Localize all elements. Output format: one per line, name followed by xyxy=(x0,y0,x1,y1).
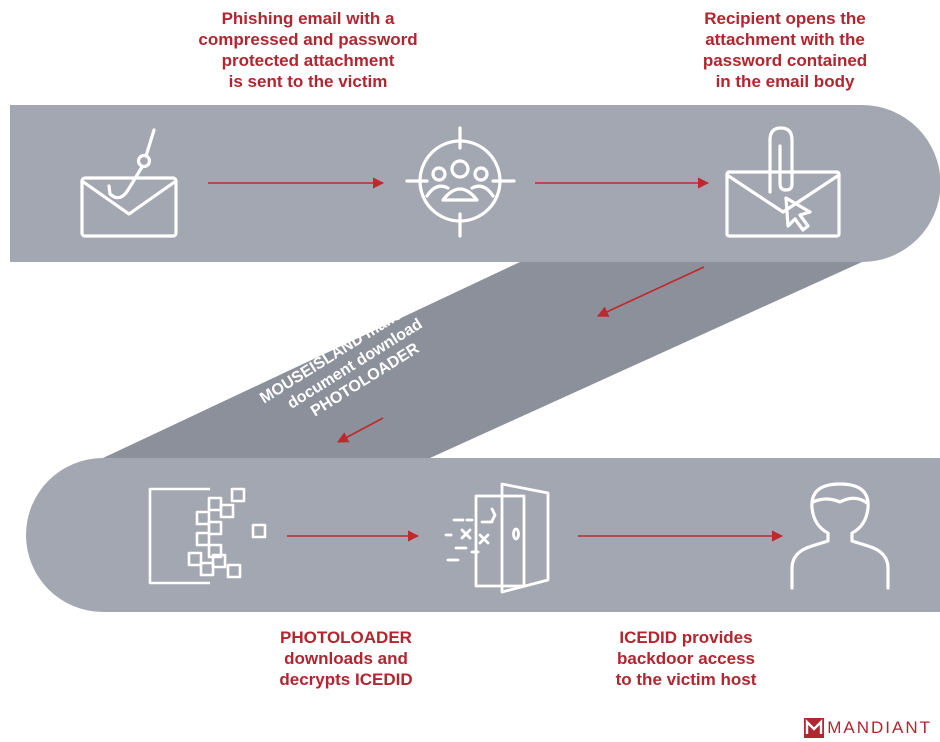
caption-recipient-opens: Recipient opens the attachment with the … xyxy=(660,8,910,92)
email-attachment-click-icon xyxy=(725,126,841,238)
target-victims-icon xyxy=(405,126,516,238)
flow-arrow-3 xyxy=(596,266,705,317)
caption-line: compressed and password xyxy=(198,30,418,49)
caption-line: decrypts ICEDID xyxy=(279,670,413,689)
caption-line: downloads and xyxy=(284,649,408,668)
caption-line: Recipient opens the xyxy=(704,9,866,28)
caption-line: to the victim host xyxy=(615,670,757,689)
phishing-email-icon xyxy=(80,128,178,238)
mandiant-mark-icon xyxy=(804,718,825,738)
caption-line: PHOTOLOADER xyxy=(280,628,412,647)
mandiant-logo: MANDIANT xyxy=(804,718,932,738)
caption-line: protected attachment xyxy=(221,51,395,70)
backdoor-door-icon xyxy=(444,482,550,594)
brand-name: MANDIANT xyxy=(827,718,932,737)
caption-line: ICEDID provides xyxy=(619,628,753,647)
caption-icedid-backdoor: ICEDID provides backdoor access to the v… xyxy=(566,627,806,690)
caption-line: is sent to the victim xyxy=(228,72,388,91)
top-band xyxy=(10,105,940,262)
caption-line: in the email body xyxy=(715,72,855,91)
flow-arrow-4 xyxy=(337,417,384,443)
caption-phishing-email: Phishing email with a compressed and pas… xyxy=(168,8,448,92)
photoloader-pixels-icon xyxy=(148,487,267,585)
caption-line: backdoor access xyxy=(617,649,755,668)
victim-host-user-icon xyxy=(790,482,890,590)
caption-line: Phishing email with a xyxy=(221,9,395,28)
caption-line: password contained xyxy=(702,51,868,70)
bottom-band xyxy=(26,458,940,612)
diagonal-band xyxy=(103,262,862,458)
caption-line: attachment with the xyxy=(705,30,865,49)
caption-photoloader: PHOTOLOADER downloads and decrypts ICEDI… xyxy=(236,627,456,690)
